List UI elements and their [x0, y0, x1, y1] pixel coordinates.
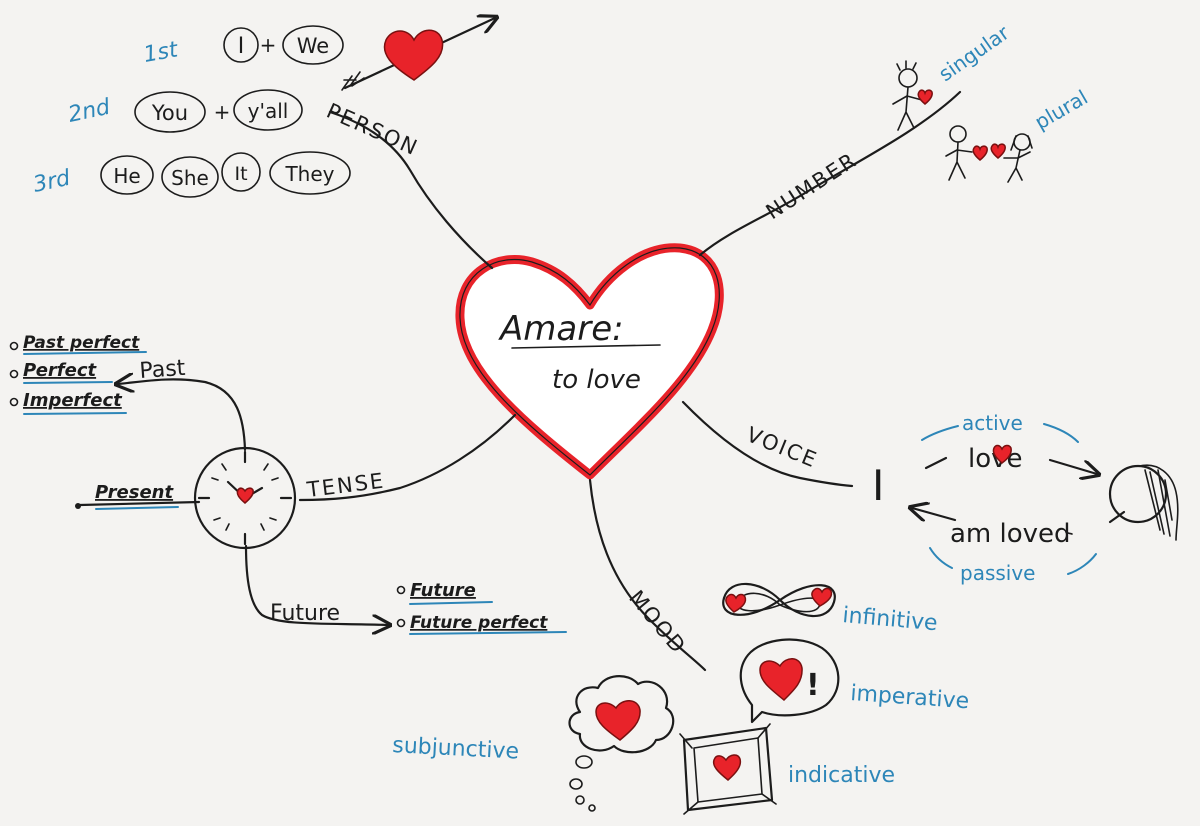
past-arrow: [118, 379, 247, 452]
pronoun-circle: [223, 27, 259, 63]
pronoun-yall: y'all: [248, 99, 289, 123]
center-title-underline: [511, 344, 661, 349]
voice-passive-verb: am loved: [950, 519, 1071, 549]
voice-subject: I: [872, 461, 884, 510]
pronoun-you: You: [151, 101, 188, 125]
pronoun-circle: [100, 155, 154, 195]
bullet: [396, 585, 406, 595]
passive-arrow: [912, 508, 957, 520]
bullet: [9, 369, 19, 379]
speech-bubble-icon: !: [739, 638, 840, 724]
person-label: PERSON: [323, 99, 422, 161]
passive-arc: [929, 547, 1097, 575]
pronoun-circle: [269, 151, 351, 195]
passive-mark: [1065, 531, 1073, 535]
branch-person: [328, 110, 494, 270]
tense-label: TENSE: [305, 469, 387, 502]
pronoun-i: I: [238, 34, 245, 59]
future-item-future: Future: [410, 580, 476, 601]
tense-section: Past Past perfect Perfect Imperfect Pres…: [9, 333, 567, 634]
pronoun-circle: [221, 152, 261, 192]
branch-number: [698, 90, 962, 257]
person-ordinal-2: 2nd: [66, 94, 113, 127]
voice-section: I active love am loved passive: [872, 411, 1179, 585]
active-arc: [921, 423, 1079, 443]
tense-past: Past: [139, 356, 187, 384]
person-ordinal-3: 3rd: [31, 166, 73, 198]
future-arrow: [244, 544, 388, 625]
infinity-icon: [722, 582, 836, 618]
center-subtitle: to love: [552, 365, 641, 395]
mood-section: infinitive ! imperative subjunctive indi…: [392, 582, 970, 815]
voice-passive: passive: [960, 561, 1036, 585]
bullet: [75, 503, 81, 509]
pronoun-she: She: [171, 166, 209, 190]
bullet: [396, 618, 406, 628]
bullet: [9, 397, 19, 407]
future-item-future-perfect: Future perfect: [410, 613, 548, 633]
number-singular: singular: [934, 20, 1014, 86]
mood-subjunctive: subjunctive: [392, 733, 520, 765]
mood-infinitive: infinitive: [841, 603, 938, 636]
number-section: singular plural: [892, 20, 1092, 183]
pronoun-we: We: [297, 34, 329, 58]
number-label: NUMBER: [762, 148, 862, 224]
branch-mood: [588, 478, 707, 672]
passive-dash: [1108, 510, 1126, 524]
mood-indicative: indicative: [788, 763, 895, 788]
pronoun-circle: [233, 89, 303, 131]
past-item-imperfect: Imperfect: [23, 390, 123, 411]
plus-sign: +: [260, 33, 277, 57]
past-item-past-perfect: Past perfect: [23, 333, 140, 353]
heart-icon: [992, 444, 1012, 464]
clock-icon: [193, 446, 297, 550]
branch-tense: [298, 413, 517, 502]
tense-future: Future: [270, 601, 340, 626]
pronoun-they: They: [284, 162, 334, 186]
mood-label: MOOD: [624, 586, 691, 659]
person-ordinal-1: 1st: [142, 37, 181, 68]
mood-imperative: imperative: [850, 681, 970, 714]
plus-sign: +: [214, 100, 231, 124]
pronoun-circle: [134, 91, 206, 133]
present-line: [78, 500, 201, 507]
pronoun-circle: [161, 156, 219, 198]
picture-frame-icon: [679, 723, 777, 815]
active-dash: [924, 456, 948, 470]
past-item-perfect: Perfect: [23, 360, 98, 381]
stick-figure-icon: [892, 60, 933, 131]
person-section: 1st I + We 2nd You + y'all 3rd He She It…: [31, 18, 495, 198]
stick-couple-icon: [945, 125, 1033, 183]
pronoun-he: He: [113, 164, 140, 188]
person-head-icon: [1108, 464, 1179, 541]
center-heart: Amare: to love: [455, 243, 724, 480]
tense-present: Present: [95, 482, 174, 503]
thought-cloud-icon: [568, 675, 675, 812]
bullet: [9, 341, 19, 351]
arrow-heart-icon: [341, 18, 495, 91]
branch-voice: [681, 400, 854, 488]
voice-label: VOICE: [743, 422, 821, 472]
pronoun-it: It: [234, 163, 247, 185]
active-arrow: [1048, 458, 1097, 474]
imperative-mark: !: [806, 668, 820, 703]
pronoun-circle: [282, 25, 344, 65]
voice-active: active: [962, 411, 1023, 435]
number-plural: plural: [1031, 85, 1092, 134]
center-title: Amare:: [498, 309, 624, 349]
